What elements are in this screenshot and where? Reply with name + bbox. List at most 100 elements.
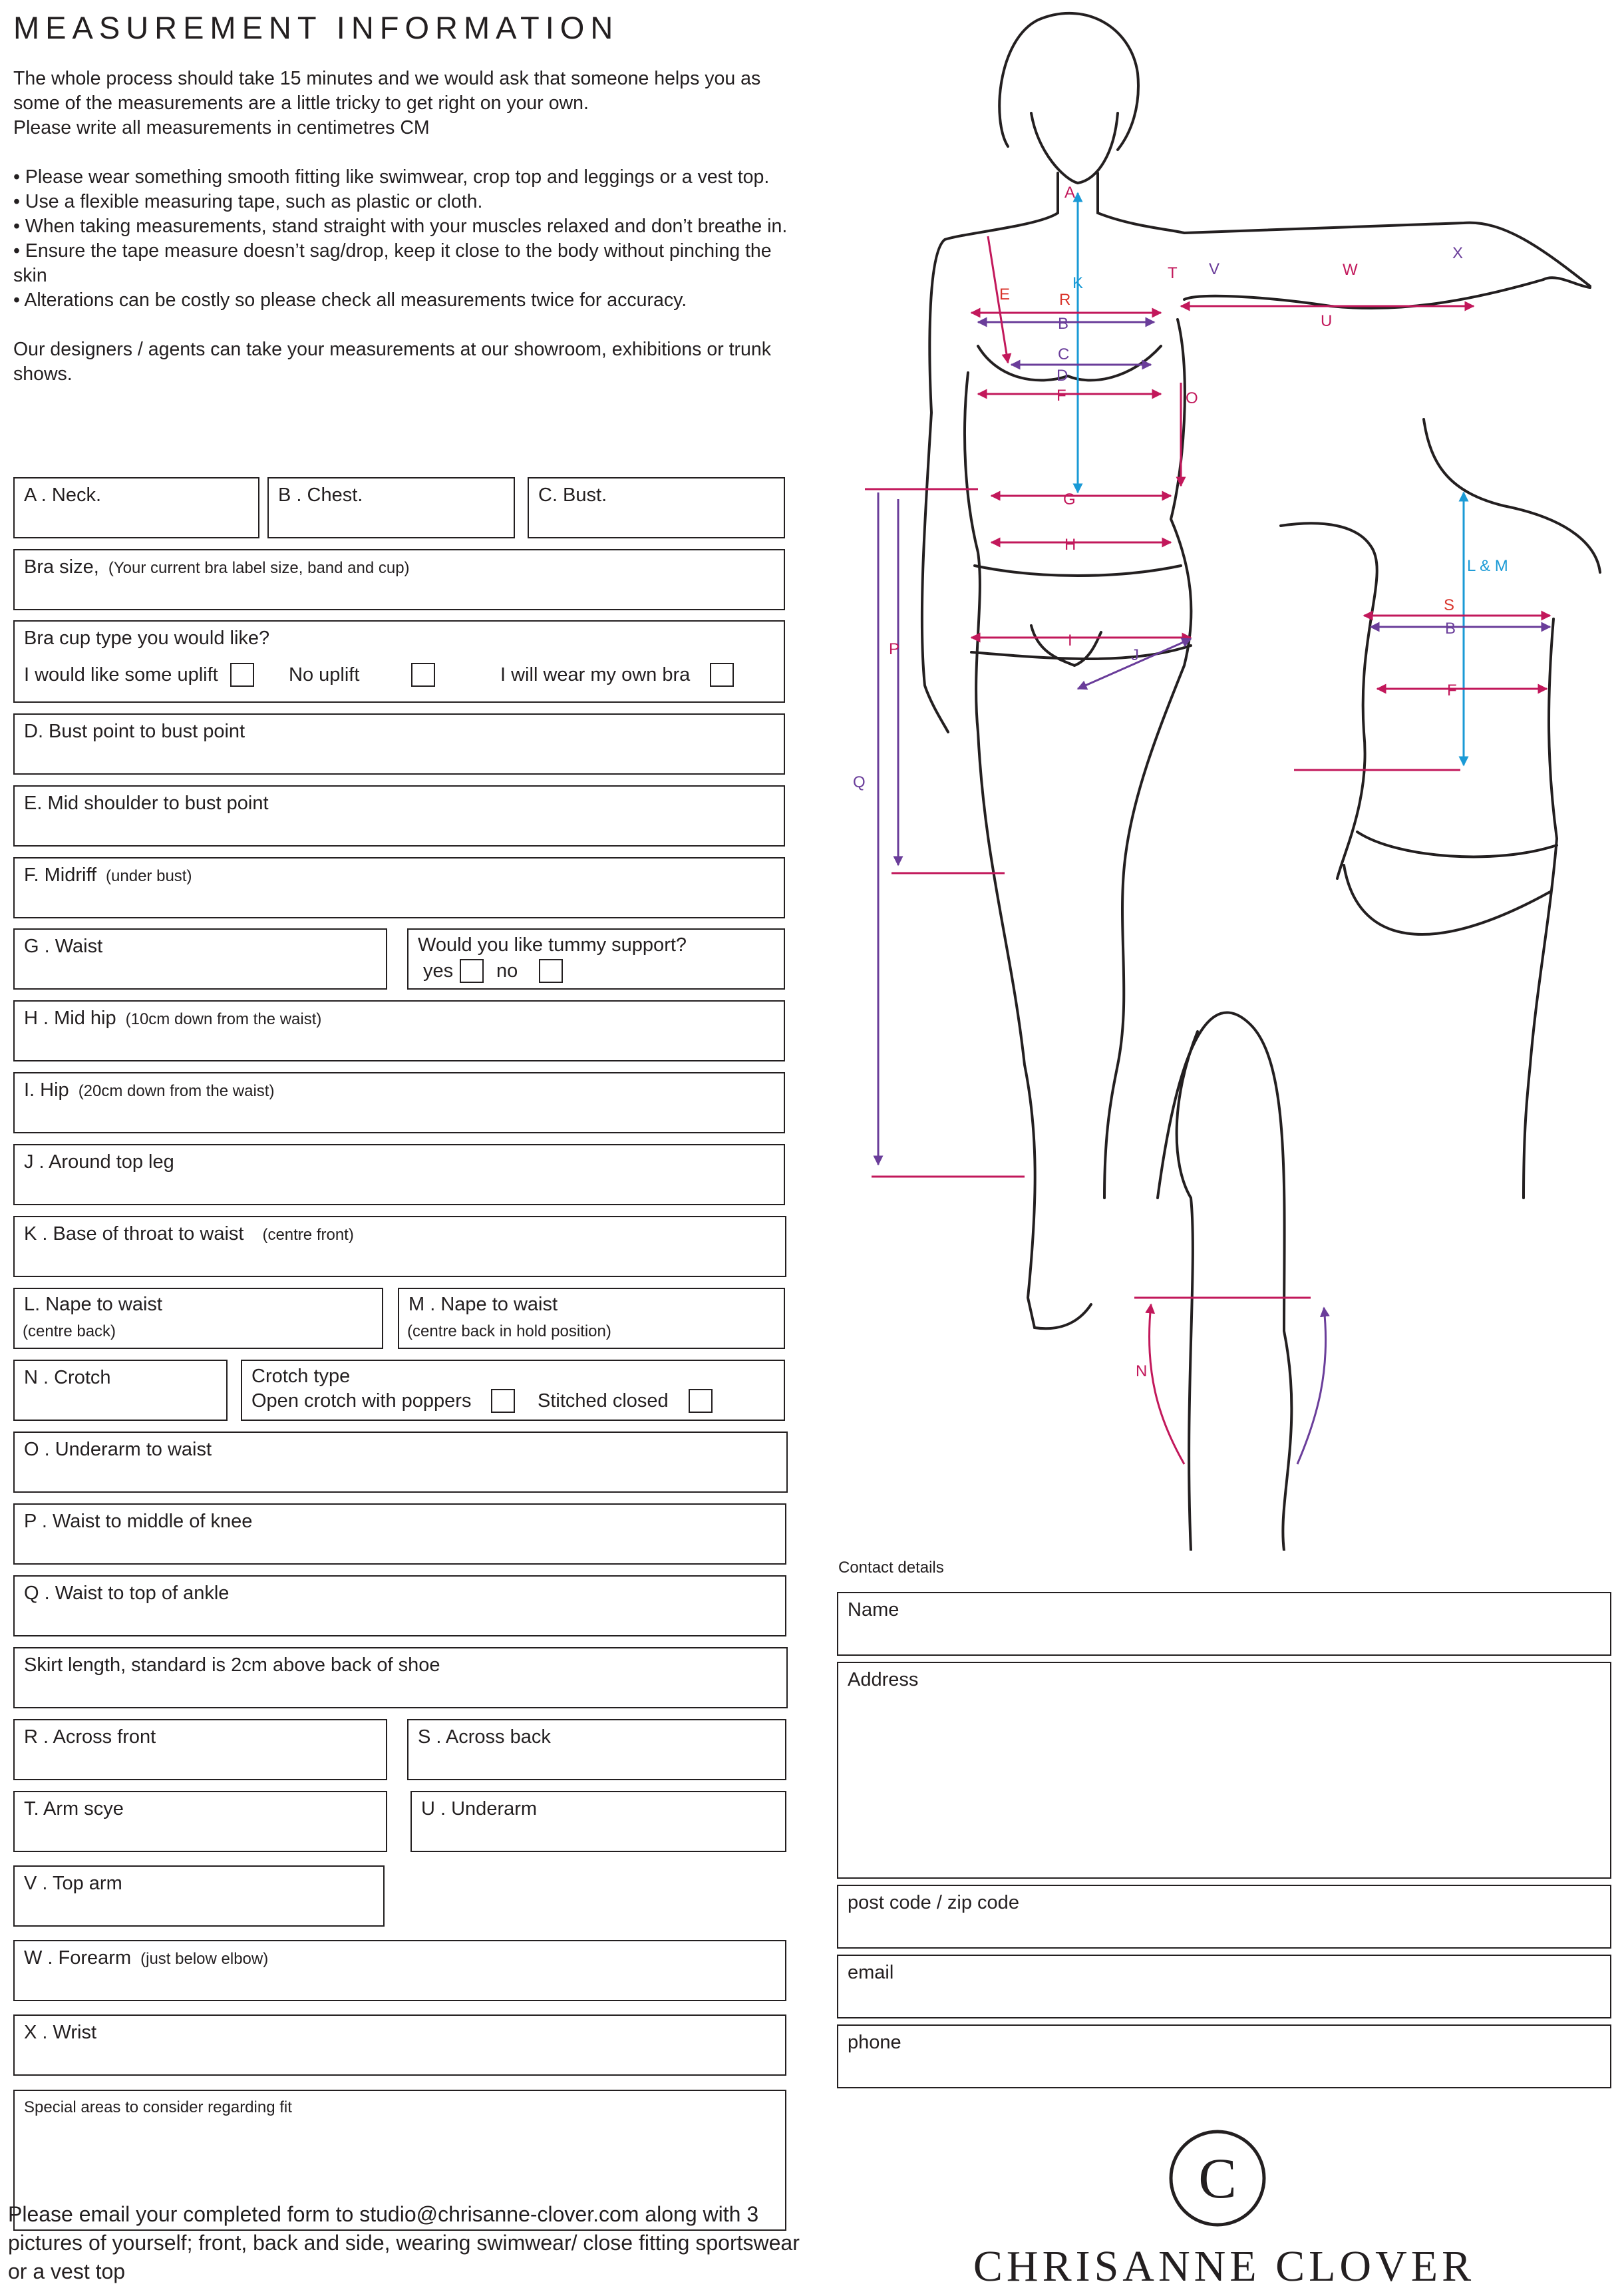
label-v: V: [1209, 260, 1219, 278]
tummy-yes-checkbox[interactable]: [460, 959, 484, 983]
top-leg-field[interactable]: J . Around top leg: [13, 1144, 785, 1205]
hip-note: (20cm down from the waist): [78, 1082, 275, 1100]
measure-line-n: [1145, 1303, 1186, 1465]
measure-line-j: [1076, 638, 1192, 690]
page-title: MEASUREMENT INFORMATION: [13, 10, 619, 45]
hip-field[interactable]: I. Hip (20cm down from the waist): [13, 1072, 785, 1133]
mid-hip-field[interactable]: H . Mid hip (10cm down from the waist): [13, 1000, 785, 1061]
brand-logo: C: [1169, 2130, 1266, 2227]
label-b: B: [1058, 315, 1068, 333]
own-bra-option-label: I will wear my own bra: [500, 664, 691, 685]
nape-waist-field[interactable]: L. Nape to waist (centre back): [13, 1288, 383, 1349]
no-uplift-checkbox[interactable]: [411, 663, 436, 687]
nape-waist-hold-field[interactable]: M . Nape to waist (centre back in hold p…: [398, 1288, 785, 1349]
email-instructions: Please email your completed form to stud…: [8, 2202, 800, 2283]
wrist-label: X . Wrist: [24, 2022, 97, 2043]
top-arm-label: V . Top arm: [24, 1873, 122, 1894]
across-front-label: R . Across front: [24, 1726, 156, 1748]
midriff-note: (under bust): [106, 867, 192, 885]
phone-field[interactable]: phone: [837, 2024, 1611, 2088]
neck-label: A . Neck.: [24, 484, 102, 506]
bust-field[interactable]: C. Bust.: [528, 477, 785, 538]
forearm-note: (just below elbow): [140, 1950, 269, 1968]
label-x: X: [1452, 244, 1463, 262]
mid-hip-label: H . Mid hip: [24, 1008, 116, 1029]
underarm-waist-field[interactable]: O . Underarm to waist: [13, 1432, 788, 1493]
arm-scye-label: T. Arm scye: [24, 1798, 124, 1819]
label-a: A: [1064, 184, 1075, 202]
crotch-type-label: Crotch type: [251, 1366, 351, 1387]
nape-waist-hold-note: (centre back in hold position): [407, 1322, 611, 1340]
uplift-checkbox[interactable]: [230, 663, 254, 687]
instruction-bullet: • Please wear something smooth fitting l…: [13, 166, 770, 188]
label-u: U: [1321, 312, 1332, 330]
name-field[interactable]: Name: [837, 1592, 1611, 1656]
crotch-field[interactable]: N . Crotch: [13, 1360, 228, 1421]
waist-ankle-label: Q . Waist to top of ankle: [24, 1583, 230, 1604]
measure-line-n-back: [1296, 1306, 1330, 1465]
waist-label: G . Waist: [24, 936, 103, 957]
bra-cup-type-label: Bra cup type you would like?: [24, 628, 270, 649]
tummy-yes-label: yes: [423, 960, 454, 982]
top-arm-field[interactable]: V . Top arm: [13, 1865, 385, 1927]
label-back-b: B: [1445, 620, 1456, 638]
mid-hip-note: (10cm down from the waist): [125, 1010, 322, 1028]
waist-field[interactable]: G . Waist: [13, 928, 387, 990]
label-g: G: [1063, 490, 1076, 508]
arm-scye-field[interactable]: T. Arm scye: [13, 1791, 387, 1852]
bust-point-label: D. Bust point to bust point: [24, 721, 245, 742]
label-lm: L & M: [1467, 557, 1508, 575]
email-label: email: [848, 1962, 894, 1983]
instruction-bullet: • Alterations can be costly so please ch…: [13, 289, 687, 311]
special-areas-field[interactable]: Special areas to consider regarding fit: [13, 2090, 786, 2231]
across-front-field[interactable]: R . Across front: [13, 1719, 387, 1780]
label-k: K: [1072, 274, 1083, 292]
label-j: J: [1131, 646, 1139, 664]
tummy-no-label: no: [496, 960, 518, 982]
skirt-length-field[interactable]: Skirt length, standard is 2cm above back…: [13, 1647, 788, 1708]
intro-showroom-note: Our designers / agents can take your mea…: [13, 339, 771, 385]
waist-knee-field[interactable]: P . Waist to middle of knee: [13, 1503, 786, 1565]
chest-field[interactable]: B . Chest.: [267, 477, 515, 538]
wrist-field[interactable]: X . Wrist: [13, 2014, 786, 2076]
label-d: D: [1056, 367, 1068, 385]
label-p: P: [889, 640, 899, 658]
intro-paragraph: The whole process should take 15 minutes…: [13, 68, 761, 114]
shoulder-bust-field[interactable]: E. Mid shoulder to bust point: [13, 785, 785, 847]
label-h: H: [1064, 536, 1076, 554]
phone-label: phone: [848, 2032, 901, 2053]
forearm-field[interactable]: W . Forearm(just below elbow): [13, 1940, 786, 2001]
nape-waist-note: (centre back): [23, 1322, 116, 1340]
open-crotch-label: Open crotch with poppers: [251, 1390, 472, 1412]
address-field[interactable]: Address: [837, 1662, 1611, 1879]
bust-label: C. Bust.: [538, 484, 607, 506]
open-crotch-checkbox[interactable]: [491, 1389, 516, 1413]
intro-text: The whole process should take 15 minutes…: [13, 67, 798, 387]
instruction-bullet: • Ensure the tape measure doesn’t sag/dr…: [13, 240, 772, 286]
nape-waist-label: L. Nape to waist: [24, 1294, 162, 1315]
email-field[interactable]: email: [837, 1955, 1611, 2018]
tummy-no-checkbox[interactable]: [539, 959, 564, 983]
tummy-support-group: Would you like tummy support? yes no: [407, 928, 785, 990]
neck-field[interactable]: A . Neck.: [13, 477, 259, 538]
midriff-field[interactable]: F. Midriff(under bust): [13, 857, 785, 918]
underarm-label: U . Underarm: [421, 1798, 538, 1819]
diagram-labels: A B C D E F G H I J K L & M N O P Q R S …: [853, 184, 1508, 1380]
label-r: R: [1059, 291, 1070, 309]
bra-size-field[interactable]: Bra size,(Your current bra label size, b…: [13, 549, 785, 610]
waist-knee-label: P . Waist to middle of knee: [24, 1511, 253, 1532]
label-o: O: [1186, 389, 1198, 407]
label-s: S: [1444, 596, 1454, 614]
nape-waist-hold-label: M . Nape to waist: [408, 1294, 558, 1315]
waist-ankle-field[interactable]: Q . Waist to top of ankle: [13, 1575, 786, 1636]
label-f: F: [1056, 387, 1066, 405]
stitched-closed-checkbox[interactable]: [688, 1389, 713, 1413]
underarm-field[interactable]: U . Underarm: [410, 1791, 786, 1852]
measure-line-e: [987, 236, 1012, 364]
hip-label: I. Hip: [24, 1079, 69, 1101]
own-bra-checkbox[interactable]: [710, 663, 734, 687]
postcode-field[interactable]: post code / zip code: [837, 1885, 1611, 1949]
bust-point-field[interactable]: D. Bust point to bust point: [13, 713, 785, 775]
throat-waist-field[interactable]: K . Base of throat to waist(centre front…: [13, 1216, 786, 1277]
across-back-field[interactable]: S . Across back: [407, 1719, 786, 1780]
